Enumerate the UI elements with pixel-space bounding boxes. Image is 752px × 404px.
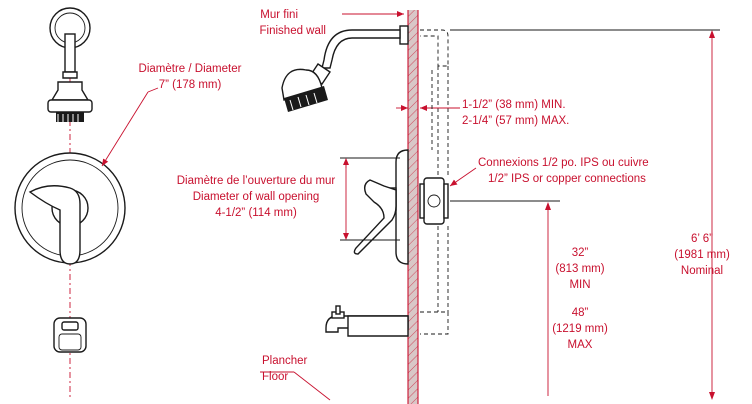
- side-view: [260, 10, 720, 404]
- escutcheon-side-icon: [395, 149, 409, 265]
- connections-leader: [449, 167, 477, 187]
- shower-head-side-icon: [281, 63, 331, 112]
- front-view: [14, 7, 159, 400]
- supply-elbow-top: [420, 29, 449, 67]
- diameter-leader: [101, 91, 149, 167]
- floor-label-en: Floor: [262, 371, 288, 383]
- head-height-note: Nominal: [681, 265, 723, 277]
- diameter-value: 7” (178 mm): [159, 79, 222, 91]
- tub-spout-front-icon: [53, 317, 87, 353]
- depth-min-label: 1-1/2” (38 mm) MIN.: [462, 99, 566, 111]
- wall-opening-label-en: Diameter of wall opening: [193, 191, 320, 203]
- depth-max-label: 2-1/4” (57 mm) MAX.: [462, 115, 569, 127]
- shower-arm-icon: [64, 33, 76, 73]
- wall-opening-label-fr: Diamètre de l’ouverture du mur: [177, 175, 336, 187]
- connections-label-en: 1/2” IPS or copper connections: [488, 173, 646, 185]
- tub-spout-side-icon: [325, 305, 409, 337]
- trim-plate-icon: [14, 152, 126, 265]
- handle-side-icon: [353, 179, 397, 255]
- finished-wall-label-en: Finished wall: [260, 25, 326, 37]
- floor-leader: [293, 371, 331, 401]
- wall-opening-value: 4-1/2” (114 mm): [215, 207, 297, 219]
- spout-height-in: 48”: [572, 307, 589, 319]
- floor-label-fr: Plancher: [262, 355, 308, 367]
- finished-wall-label-fr: Mur fini: [260, 9, 298, 21]
- supply-elbow-bottom: [420, 311, 449, 335]
- connections-label-fr: Connexions 1/2 po. IPS ou cuivre: [478, 157, 649, 169]
- valve-body-icon: [419, 177, 449, 225]
- valve-height-in: 32”: [572, 247, 589, 259]
- head-height-mm: (1981 mm): [674, 249, 730, 261]
- shower-arm-side-icon: [321, 25, 409, 69]
- spout-height-mm: (1219 mm): [552, 323, 608, 335]
- diameter-title: Diamètre / Diameter: [139, 63, 242, 75]
- valve-height-mm: (813 mm): [555, 263, 604, 275]
- spout-height-note: MAX: [568, 339, 593, 351]
- valve-height-note: MIN: [569, 279, 590, 291]
- shower-head-front-icon: [47, 81, 93, 122]
- head-height-ft: 6’ 6”: [691, 233, 713, 245]
